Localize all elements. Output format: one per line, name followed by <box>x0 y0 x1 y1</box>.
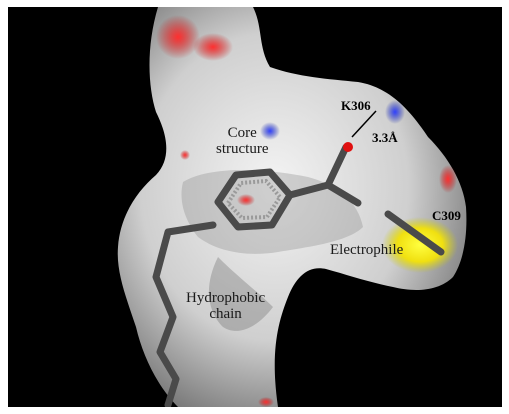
core-structure-label: Core structure <box>216 126 268 158</box>
oxygen-patch-bottom <box>258 397 274 407</box>
electrophile-label: Electrophile <box>330 243 403 259</box>
nitrogen-patch-k306 <box>385 100 405 124</box>
carbonyl-oxygen <box>343 142 353 152</box>
residue-k306-label: K306 <box>341 99 371 113</box>
core-label-line2: structure <box>216 142 268 158</box>
residue-c309-label: C309 <box>432 209 461 223</box>
molecular-render-viewport: Core structure Hydrophobic chain Electro… <box>8 7 502 407</box>
oxygen-patch-right <box>439 165 457 193</box>
oxygen-patch-left <box>180 150 190 160</box>
hydrophobic-label-line2: chain <box>186 307 265 323</box>
oxygen-patch-top-2 <box>193 33 233 61</box>
core-label-line1: Core <box>216 126 268 142</box>
hydrophobic-chain-label: Hydrophobic chain <box>186 291 265 323</box>
distance-label: 3.3Å <box>372 131 398 145</box>
hydrophobic-label-line1: Hydrophobic <box>186 291 265 307</box>
oxygen-patch-top <box>156 15 200 59</box>
protein-pocket-render <box>8 7 502 407</box>
oxygen-patch-ring-center <box>237 194 255 206</box>
